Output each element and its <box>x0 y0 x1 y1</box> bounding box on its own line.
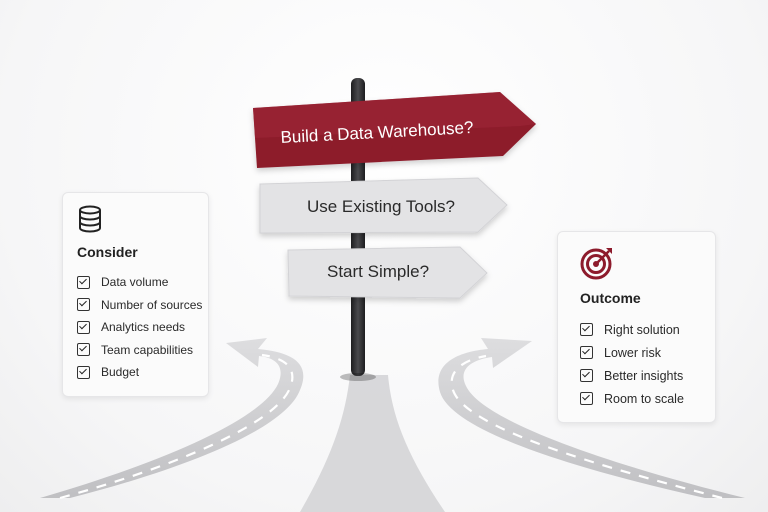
outcome-card: Outcome Right solution Lower risk Better… <box>557 231 716 423</box>
sign-build-data-warehouse <box>253 92 536 168</box>
checkbox-icon <box>77 298 90 312</box>
pole-base-shadow <box>340 373 376 381</box>
item-label: Lower risk <box>604 345 661 360</box>
list-item: Team capabilities <box>77 339 202 362</box>
outcome-title: Outcome <box>580 290 641 306</box>
item-label: Data volume <box>101 275 169 290</box>
sign-start-simple <box>287 246 488 299</box>
list-item: Data volume <box>77 271 202 294</box>
checkbox-icon <box>580 369 593 382</box>
checkbox-icon <box>77 275 90 289</box>
checkbox-icon <box>580 392 593 405</box>
checkbox-icon <box>580 323 593 336</box>
sign-use-existing-tools <box>259 177 508 234</box>
checkbox-icon <box>77 365 90 379</box>
road-fork <box>300 375 445 512</box>
list-item: Right solution <box>580 318 684 341</box>
list-item: Lower risk <box>580 341 684 364</box>
checkbox-icon <box>580 346 593 359</box>
list-item: Number of sources <box>77 294 202 317</box>
list-item: Analytics needs <box>77 316 202 339</box>
item-label: Room to scale <box>604 391 684 406</box>
item-label: Right solution <box>604 322 680 337</box>
sign-label-existing: Use Existing Tools? <box>306 197 456 216</box>
list-item: Room to scale <box>580 387 684 410</box>
database-icon <box>79 205 101 233</box>
item-label: Budget <box>101 365 140 380</box>
consider-title: Consider <box>77 244 138 260</box>
right-road <box>438 338 745 500</box>
item-label: Analytics needs <box>101 320 186 335</box>
checkbox-icon <box>77 343 90 357</box>
checkbox-icon <box>77 320 90 334</box>
consider-card: Consider Data volume Number of sources A… <box>62 192 209 397</box>
sign-label-simple: Start Simple? <box>326 262 430 281</box>
consider-list: Data volume Number of sources Analytics … <box>77 271 202 384</box>
target-icon <box>580 248 612 280</box>
item-label: Team capabilities <box>101 342 194 357</box>
item-label: Number of sources <box>101 297 203 312</box>
left-road <box>40 338 304 500</box>
outcome-list: Right solution Lower risk Better insight… <box>580 318 684 410</box>
list-item: Budget <box>77 361 202 384</box>
item-label: Better insights <box>604 368 684 383</box>
list-item: Better insights <box>580 364 684 387</box>
